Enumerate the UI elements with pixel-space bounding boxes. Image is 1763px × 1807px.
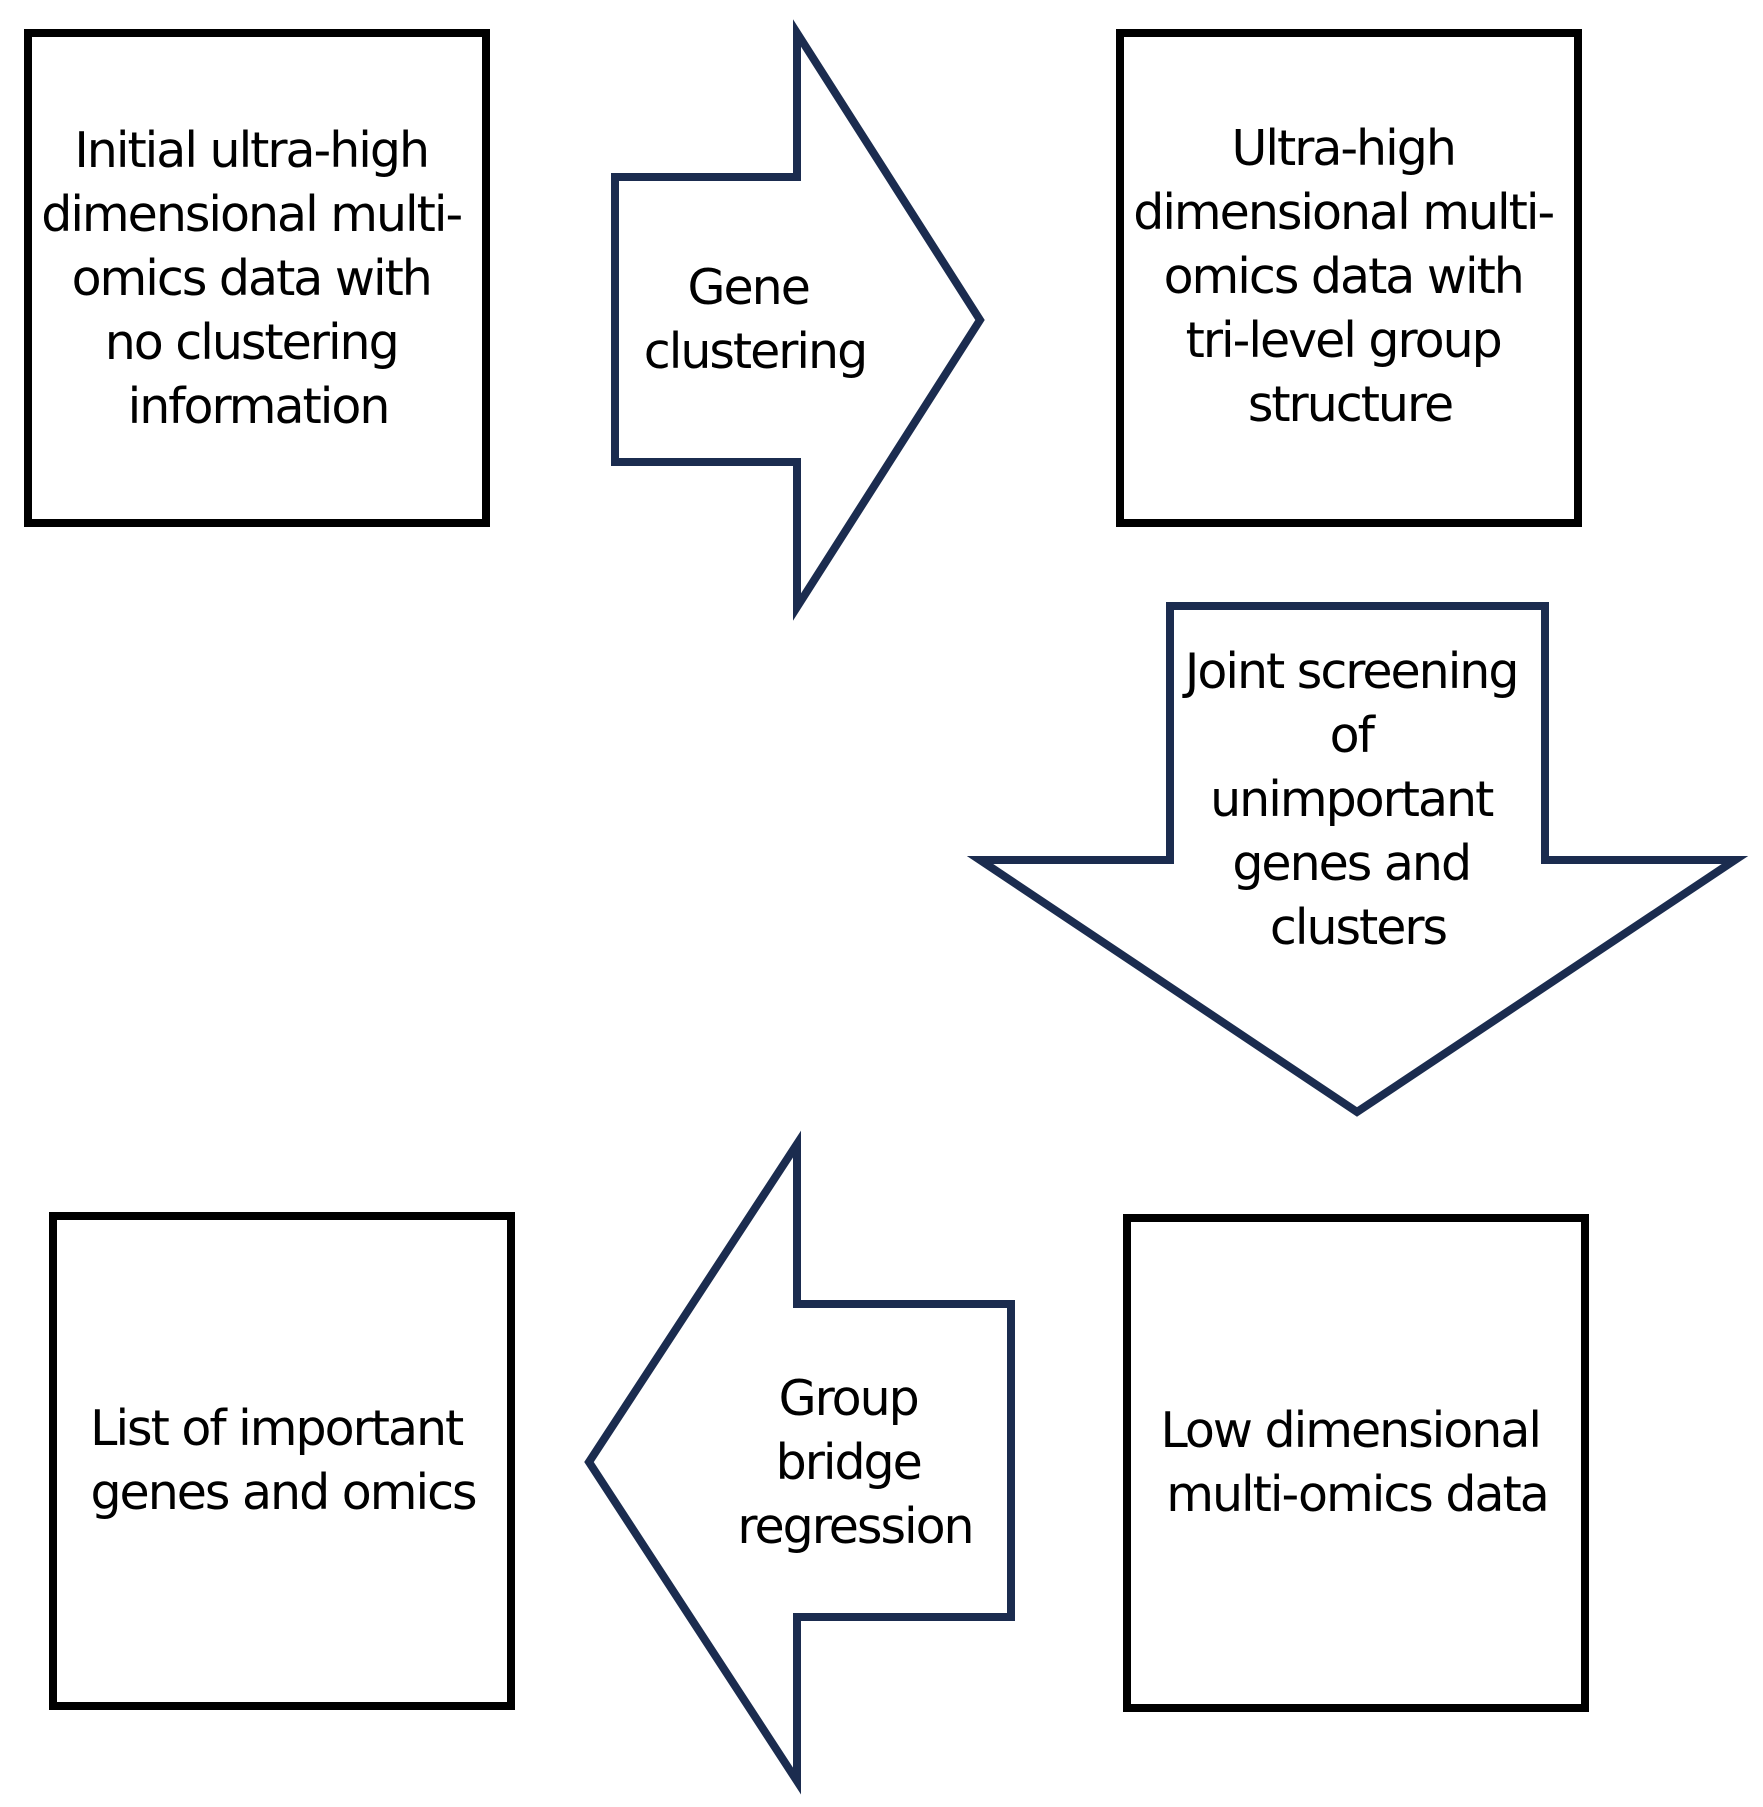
arrow-line: bridge	[776, 1434, 921, 1491]
arrow-gene-clustering-label: Gene clustering	[644, 259, 866, 380]
arrow-line: Gene	[688, 259, 809, 316]
box-grouped-data: Ultra-high dimensional multi- omics data…	[1116, 29, 1582, 527]
arrow-joint-screening-label: Joint screening of unimportant genes and…	[1182, 643, 1531, 956]
box-line: genes and omics	[90, 1464, 476, 1521]
box-important-list-label: List of important genes and omics	[90, 1400, 476, 1521]
box-line: multi-omics data	[1166, 1466, 1548, 1523]
arrow-line: unimportant	[1210, 771, 1494, 828]
box-line: omics data with	[72, 250, 431, 307]
arrow-line: Joint screening	[1182, 643, 1518, 700]
box-line: Low dimensional	[1160, 1402, 1540, 1459]
box-low-dim-data: Low dimensional multi-omics data	[1123, 1214, 1589, 1712]
arrow-line: genes and	[1232, 835, 1470, 892]
arrow-line: regression	[737, 1498, 972, 1555]
box-line: no clustering	[105, 314, 398, 371]
arrow-joint-screening-shape	[966, 602, 1749, 1117]
box-line: Ultra-high	[1232, 120, 1455, 177]
arrow-joint-screening: Joint screening of unimportant genes and…	[966, 602, 1749, 1117]
arrow-line: clustering	[644, 323, 866, 380]
box-line: information	[128, 378, 389, 435]
arrow-group-bridge-regression: Group bridge regression	[584, 1130, 1015, 1795]
box-important-list-border	[49, 1212, 515, 1710]
box-line: omics data with	[1164, 248, 1523, 305]
arrow-line: of	[1330, 707, 1377, 764]
arrow-gene-clustering-shape	[611, 19, 985, 621]
box-line: dimensional multi-	[1133, 184, 1553, 241]
box-line: dimensional multi-	[41, 186, 461, 243]
box-line: structure	[1248, 376, 1452, 433]
box-initial-data-border	[24, 29, 490, 527]
box-line: Initial ultra-high	[74, 122, 428, 179]
arrow-line: clusters	[1270, 899, 1447, 956]
box-low-dim-data-border	[1123, 1214, 1589, 1712]
box-line: tri-level group	[1186, 312, 1501, 369]
box-initial-data: Initial ultra-high dimensional multi- om…	[24, 29, 490, 527]
arrow-group-bridge-regression-shape	[584, 1130, 1015, 1795]
box-line: List of important	[90, 1400, 464, 1457]
box-important-list: List of important genes and omics	[49, 1212, 515, 1710]
arrow-line: Group	[779, 1370, 918, 1427]
box-initial-data-label: Initial ultra-high dimensional multi- om…	[41, 122, 475, 435]
box-grouped-data-border	[1116, 29, 1582, 527]
arrow-gene-clustering: Gene clustering	[611, 19, 985, 621]
box-low-dim-data-label: Low dimensional multi-omics data	[1160, 1402, 1553, 1523]
arrow-group-bridge-regression-label: Group bridge regression	[737, 1370, 972, 1555]
box-grouped-data-label: Ultra-high dimensional multi- omics data…	[1133, 120, 1567, 433]
